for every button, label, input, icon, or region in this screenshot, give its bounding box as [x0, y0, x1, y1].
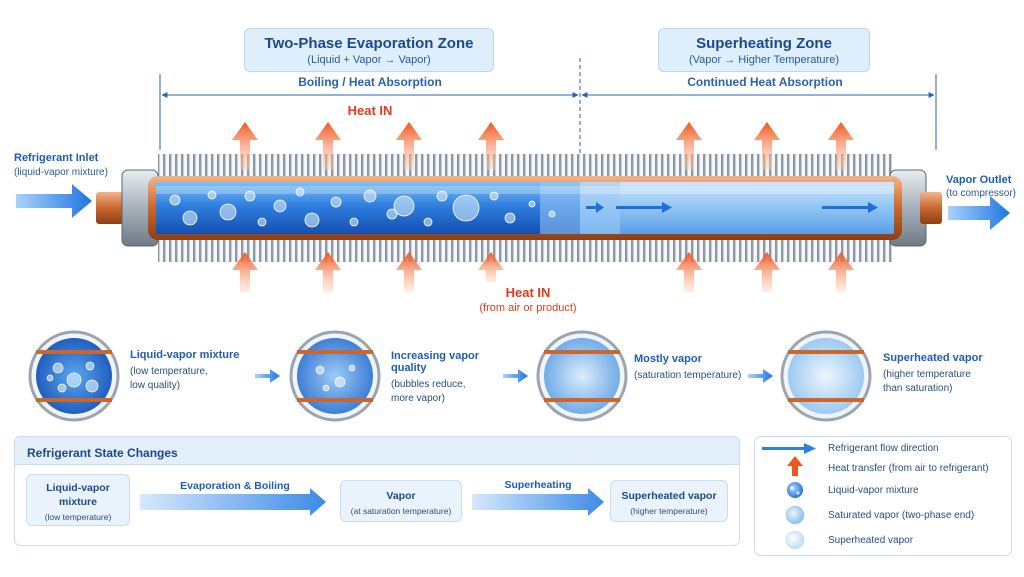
- stage-4-title: Superheated vapor: [883, 352, 983, 364]
- state-box-3-line1: Superheated vapor: [621, 490, 717, 502]
- outlet-subtitle: (to compressor): [946, 188, 1017, 199]
- stage-2-title: Increasing vapor quality: [391, 350, 480, 374]
- heat-in-bottom-sub: (from air or product): [479, 302, 577, 314]
- state-box-2-sub: (at saturation temperature): [350, 506, 452, 516]
- state-box-superheated: Superheated vapor (higher temperature): [610, 480, 728, 522]
- faint-bubble-icon: [785, 530, 805, 550]
- legend-item-1: Refrigerant flow direction: [828, 443, 939, 454]
- superheat-zone-subtitle: (Vapor → Higher Temperature): [689, 54, 839, 66]
- stage-1-title: Liquid-vapor mixture: [130, 349, 240, 361]
- stage-label-1: Liquid-vapor mixture (low temperature, l…: [130, 349, 260, 393]
- two-phase-zone-title: Two-Phase Evaporation Zone: [264, 35, 474, 52]
- legend-item-4: Saturated vapor (two-phase end): [828, 510, 975, 521]
- state-changes-title: Refrigerant State Changes: [27, 446, 178, 460]
- stage-1-line1: (low temperature,: [130, 366, 208, 377]
- stage-3-line1: (saturation temperature): [634, 370, 742, 381]
- evaporator-tube-diagram: [16, 58, 1010, 292]
- two-phase-zone-box: Two-Phase Evaporation Zone (Liquid + Vap…: [244, 28, 494, 72]
- stage-circles-row: [28, 330, 872, 422]
- inlet-subtitle: (liquid-vapor mixture): [14, 167, 108, 178]
- two-phase-zone-subtitle: (Liquid + Vapor → Vapor): [307, 54, 431, 66]
- outlet-title: Vapor Outlet: [946, 174, 1012, 186]
- state-transition-arrows: [140, 488, 604, 516]
- vapor-bubble-icon: [785, 505, 805, 525]
- superheat-zone-title: Superheating Zone: [696, 35, 832, 52]
- state-changes-panel: Refrigerant State Changes: [14, 436, 740, 546]
- bubble-cluster-icon: [787, 482, 803, 498]
- transition-label-1: Evaporation & Boiling: [180, 480, 290, 492]
- transition-arrow-2: [472, 488, 604, 516]
- stage-label-2: Increasing vapor quality (bubbles reduce…: [391, 350, 511, 406]
- state-box-vapor: Vapor (at saturation temperature): [340, 480, 462, 522]
- state-box-2-line1: Vapor: [386, 490, 416, 502]
- stage-4-line2: than saturation): [883, 383, 953, 394]
- legend-item-5: Superheated vapor: [828, 535, 914, 546]
- transition-label-2: Superheating: [504, 479, 572, 491]
- heat-in-top-label: Heat IN: [347, 103, 393, 118]
- state-box-3-sub: (higher temperature): [630, 506, 708, 516]
- state-changes-header: Refrigerant State Changes: [15, 437, 739, 465]
- two-phase-span-label: Boiling / Heat Absorption: [298, 75, 442, 89]
- stage-4-line1: (higher temperature: [883, 369, 971, 380]
- inlet-title: Refrigerant Inlet: [14, 152, 99, 164]
- stage-circle-3: [536, 330, 628, 422]
- stage-circle-4: [780, 330, 872, 422]
- legend-item-3: Liquid-vapor mixture: [828, 485, 919, 496]
- state-box-1-line2: mixture: [59, 496, 97, 508]
- stage-2-line2: more vapor): [391, 393, 445, 404]
- superheat-zone-box: Superheating Zone (Vapor → Higher Temper…: [658, 28, 870, 72]
- stage-2-line1: (bubbles reduce,: [391, 379, 466, 390]
- superheat-span-label: Continued Heat Absorption: [687, 75, 843, 89]
- stage-circle-2: [289, 330, 381, 422]
- stage-label-4: Superheated vapor (higher temperature th…: [883, 352, 1013, 396]
- heat-in-bottom-label: Heat IN: [505, 285, 551, 300]
- state-box-1-sub: (low temperature): [44, 512, 112, 522]
- state-box-liquid-vapor: Liquid-vapor mixture (low temperature): [26, 474, 130, 526]
- orange-arrow-icon: [787, 456, 803, 476]
- legend-item-2: Heat transfer (from air to refrigerant): [828, 463, 989, 474]
- stage-circle-1: [28, 330, 120, 422]
- stage-1-line2: low quality): [130, 380, 181, 391]
- legend-icons: [762, 443, 816, 550]
- blue-arrow-icon: [762, 443, 816, 454]
- transition-arrow-1: [140, 488, 326, 516]
- stage-3-title: Mostly vapor: [634, 353, 702, 365]
- state-box-1-line1: Liquid-vapor: [46, 482, 110, 494]
- stage-label-3: Mostly vapor (saturation temperature): [634, 353, 754, 383]
